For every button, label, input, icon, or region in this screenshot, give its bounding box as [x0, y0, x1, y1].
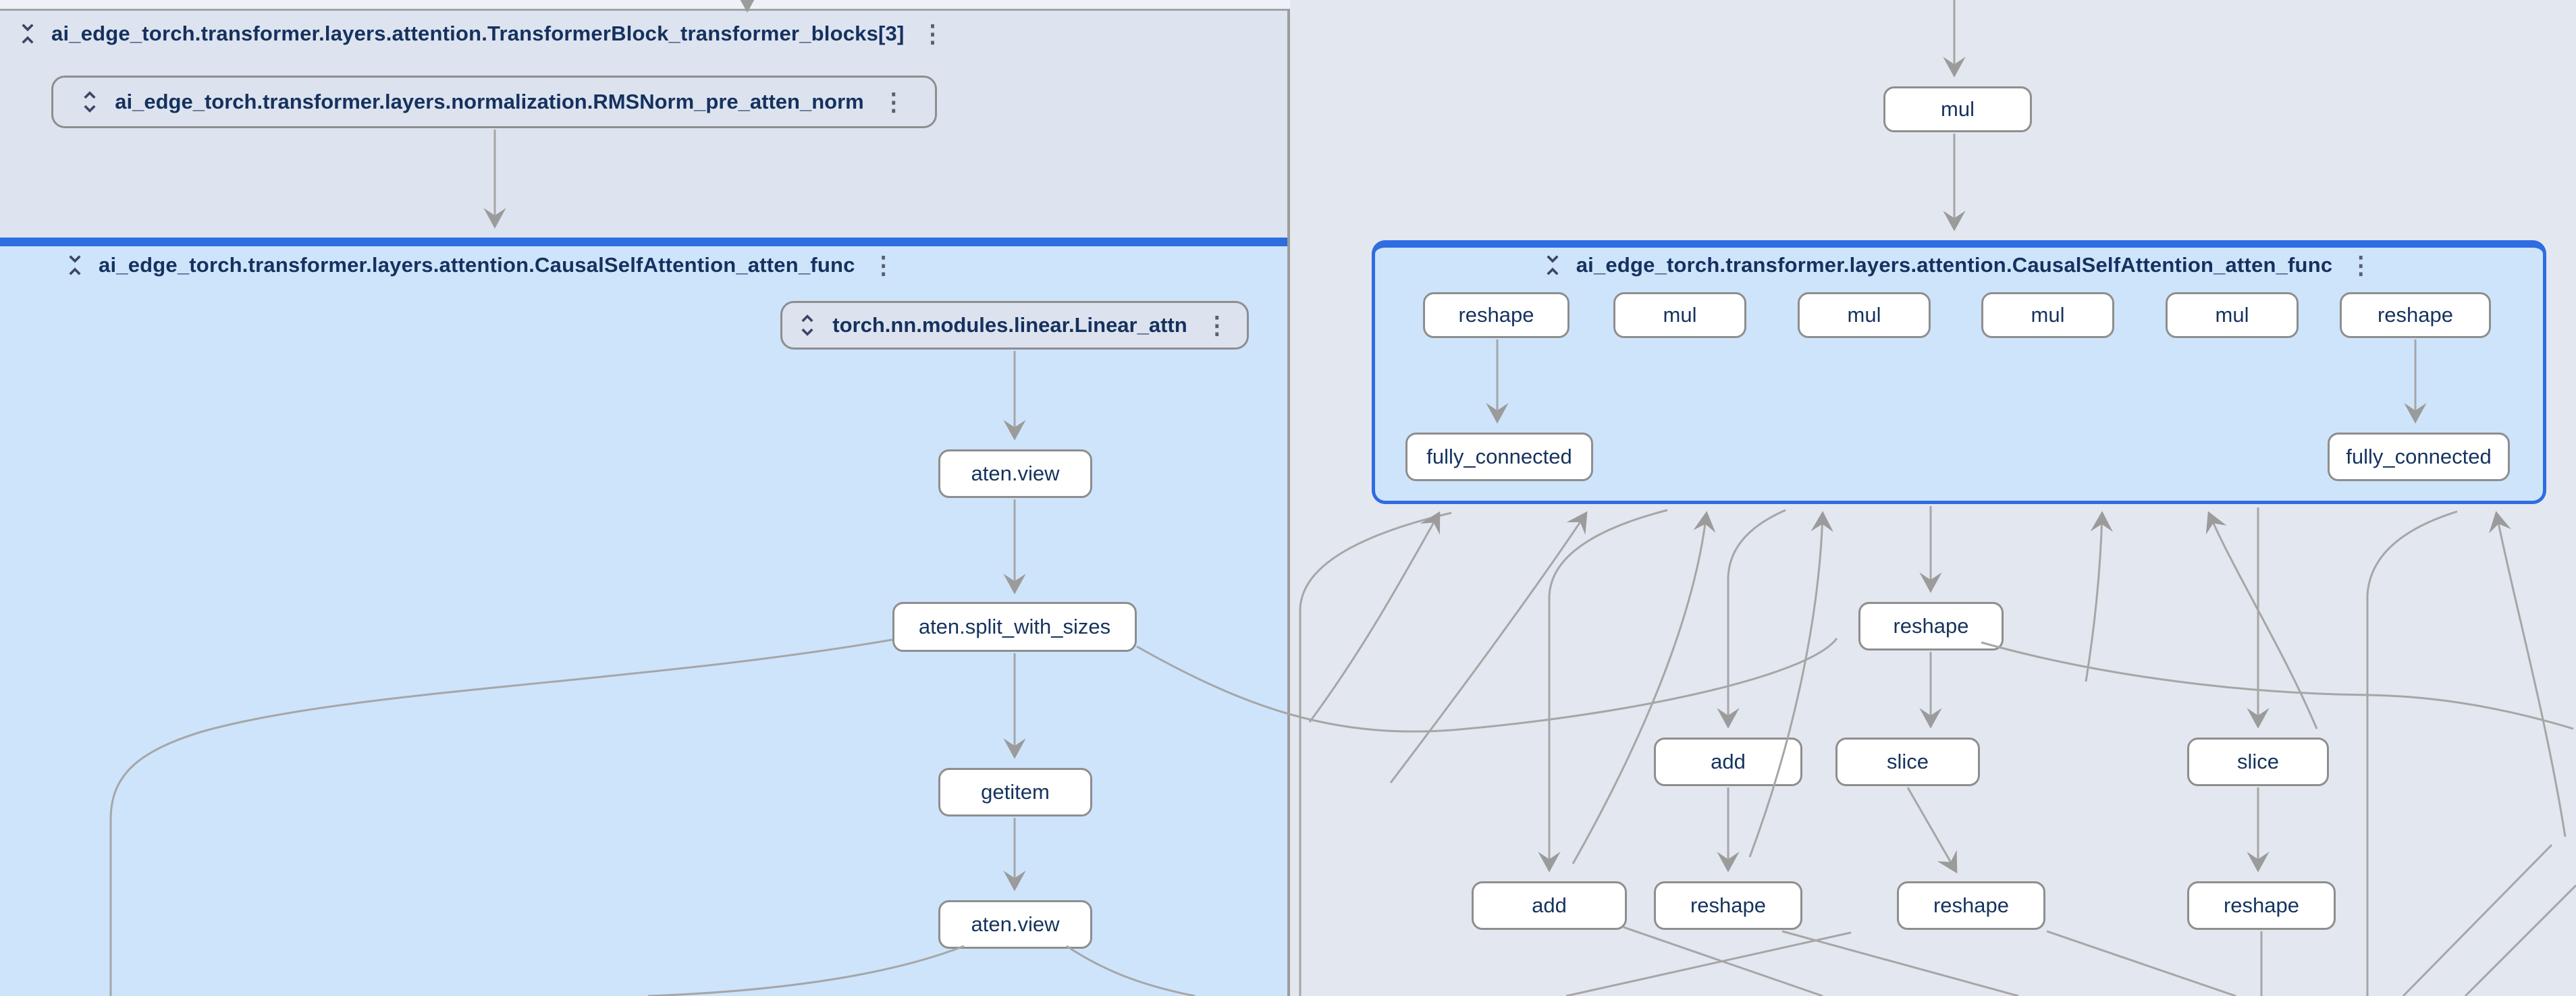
- unfold-more-icon[interactable]: [797, 314, 817, 337]
- group-transformer-block-header: ai_edge_torch.transformer.layers.attenti…: [18, 22, 948, 46]
- node-fully-connected-left[interactable]: fully_connected: [1405, 433, 1593, 481]
- node-label: mul: [1847, 303, 1881, 327]
- node-add-bottom[interactable]: add: [1472, 881, 1627, 930]
- node-fully-connected-right[interactable]: fully_connected: [2328, 433, 2510, 481]
- node-mul-4[interactable]: mul: [2166, 292, 2299, 338]
- node-reshape-row1-left[interactable]: reshape: [1423, 292, 1569, 338]
- more-vert-icon[interactable]: ⋮: [871, 251, 896, 279]
- node-label: mul: [2215, 303, 2249, 327]
- unfold-less-icon[interactable]: [65, 254, 85, 277]
- node-label: slice: [2236, 750, 2279, 773]
- more-vert-icon[interactable]: ⋮: [2349, 251, 2373, 279]
- group-title: ai_edge_torch.transformer.layers.attenti…: [51, 22, 905, 45]
- node-reshape-bottom-3[interactable]: reshape: [2187, 881, 2336, 930]
- node-reshape-bottom-1[interactable]: reshape: [1654, 881, 1802, 930]
- node-add-mid[interactable]: add: [1654, 738, 1802, 786]
- unfold-more-icon[interactable]: [80, 90, 100, 113]
- node-mul-2[interactable]: mul: [1798, 292, 1931, 338]
- node-slice-2[interactable]: slice: [2187, 738, 2329, 786]
- node-aten-split-with-sizes[interactable]: aten.split_with_sizes: [892, 602, 1137, 652]
- node-label: ai_edge_torch.transformer.layers.normali…: [115, 90, 864, 113]
- node-label: aten.view: [971, 462, 1060, 485]
- node-rmsnorm-pre-atten-norm[interactable]: ai_edge_torch.transformer.layers.normali…: [51, 76, 937, 128]
- node-label: aten.split_with_sizes: [918, 615, 1111, 638]
- unfold-less-icon[interactable]: [18, 22, 38, 45]
- group-attention-header: ai_edge_torch.transformer.layers.attenti…: [65, 253, 898, 277]
- node-label: slice: [1886, 750, 1929, 773]
- node-reshape-bottom-2[interactable]: reshape: [1897, 881, 2045, 930]
- node-label: reshape: [1690, 893, 1767, 917]
- group-attention-header: ai_edge_torch.transformer.layers.attenti…: [1375, 253, 2543, 277]
- node-label: reshape: [1933, 893, 2010, 917]
- node-label: mul: [1941, 97, 1975, 121]
- node-label: add: [1711, 750, 1746, 773]
- node-mul-top[interactable]: mul: [1883, 86, 2032, 132]
- more-vert-icon[interactable]: ⋮: [1204, 311, 1229, 339]
- node-slice-1[interactable]: slice: [1835, 738, 1980, 786]
- unfold-less-icon[interactable]: [1542, 254, 1563, 277]
- node-label: mul: [2031, 303, 2065, 327]
- node-mul-1[interactable]: mul: [1613, 292, 1746, 338]
- node-label: mul: [1663, 303, 1697, 327]
- more-vert-icon[interactable]: ⋮: [920, 20, 945, 47]
- node-label: reshape: [1893, 614, 1969, 638]
- node-label: add: [1532, 893, 1567, 917]
- group-title: ai_edge_torch.transformer.layers.attenti…: [99, 253, 855, 277]
- node-aten-view-2[interactable]: aten.view: [938, 900, 1092, 949]
- node-reshape-row1-right[interactable]: reshape: [2340, 292, 2491, 338]
- node-reshape-mid[interactable]: reshape: [1858, 602, 2004, 651]
- node-label: aten.view: [971, 912, 1060, 936]
- node-label: fully_connected: [2346, 445, 2492, 468]
- node-label: getitem: [981, 780, 1050, 804]
- node-label: reshape: [2377, 303, 2454, 327]
- node-label: reshape: [1458, 303, 1534, 327]
- node-getitem[interactable]: getitem: [938, 768, 1092, 817]
- parent-scope-strip: [0, 0, 1290, 9]
- group-title: ai_edge_torch.transformer.layers.attenti…: [1576, 253, 2333, 277]
- node-label: fully_connected: [1426, 445, 1572, 468]
- node-label: reshape: [2223, 893, 2300, 917]
- node-mul-3[interactable]: mul: [1981, 292, 2114, 338]
- node-linear-attn[interactable]: torch.nn.modules.linear.Linear_attn ⋮: [780, 301, 1249, 350]
- more-vert-icon[interactable]: ⋮: [881, 88, 906, 115]
- node-label: torch.nn.modules.linear.Linear_attn: [832, 313, 1187, 337]
- node-aten-view-1[interactable]: aten.view: [938, 449, 1092, 498]
